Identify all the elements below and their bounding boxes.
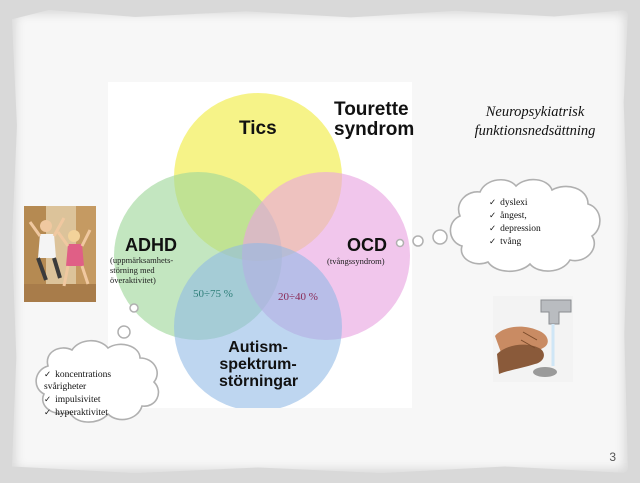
left-bubble-item: hyperaktivitet xyxy=(44,406,136,419)
right-bubble-item: depression xyxy=(489,222,541,235)
ocd-note: (tvångssyndrom) xyxy=(327,256,385,266)
left-bubble-item: koncentrations svårigheter xyxy=(44,368,136,393)
venn-diagram xyxy=(114,93,410,408)
left-bubble-list: koncentrations svårigheterimpulsivitethy… xyxy=(44,368,136,419)
adhd-note: (uppmärksamhets- störning med överaktivi… xyxy=(110,255,174,285)
label-ocd: OCD xyxy=(347,235,387,255)
circle-autism xyxy=(174,243,342,408)
label-tics: Tics xyxy=(239,118,277,139)
right-bubble-item: ångest, xyxy=(489,209,541,222)
page-number: 3 xyxy=(609,450,616,464)
left-bubble-item: impulsivitet xyxy=(44,393,136,406)
overlap-percent-adhd: 50÷75 % xyxy=(193,288,233,300)
kids-jumping-photo xyxy=(24,206,96,302)
right-bubble-item: dyslexi xyxy=(489,196,541,209)
label-tourette: Tourette syndrom xyxy=(334,99,415,140)
slide-subtitle: Neuropsykiatrisk funktionsnedsättning xyxy=(474,104,596,139)
label-autism: Autism- spektrum- störningar xyxy=(219,339,299,390)
right-bubble-list: dyslexiångest,depressiontvång xyxy=(489,196,541,248)
overlap-percent-ocd: 20÷40 % xyxy=(278,291,318,303)
label-adhd: ADHD xyxy=(125,235,177,255)
right-bubble-item: tvång xyxy=(489,235,541,248)
hand-washing-photo xyxy=(493,296,573,382)
